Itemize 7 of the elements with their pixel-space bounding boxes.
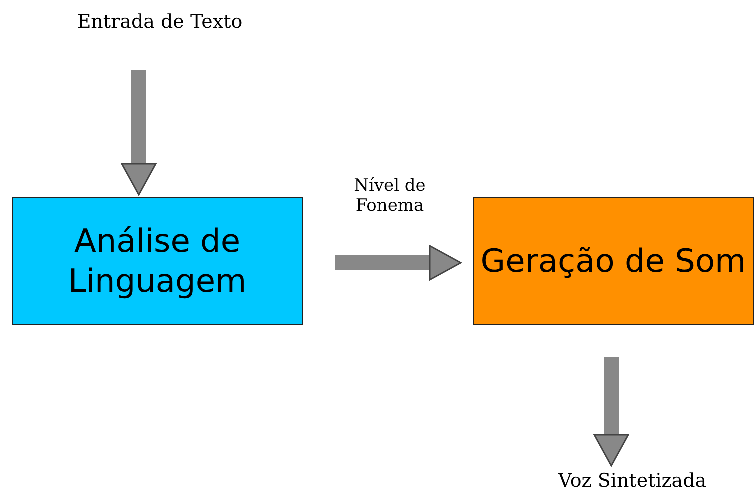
process-box: Análise de Linguagem [12,197,303,325]
process-box: Geração de Som [473,197,754,325]
block-arrow [594,357,630,467]
output-label: Voz Sintetizada [520,468,745,496]
input-label: Entrada de Texto [40,8,280,38]
block-arrow [335,245,462,281]
block-arrow [121,70,157,196]
